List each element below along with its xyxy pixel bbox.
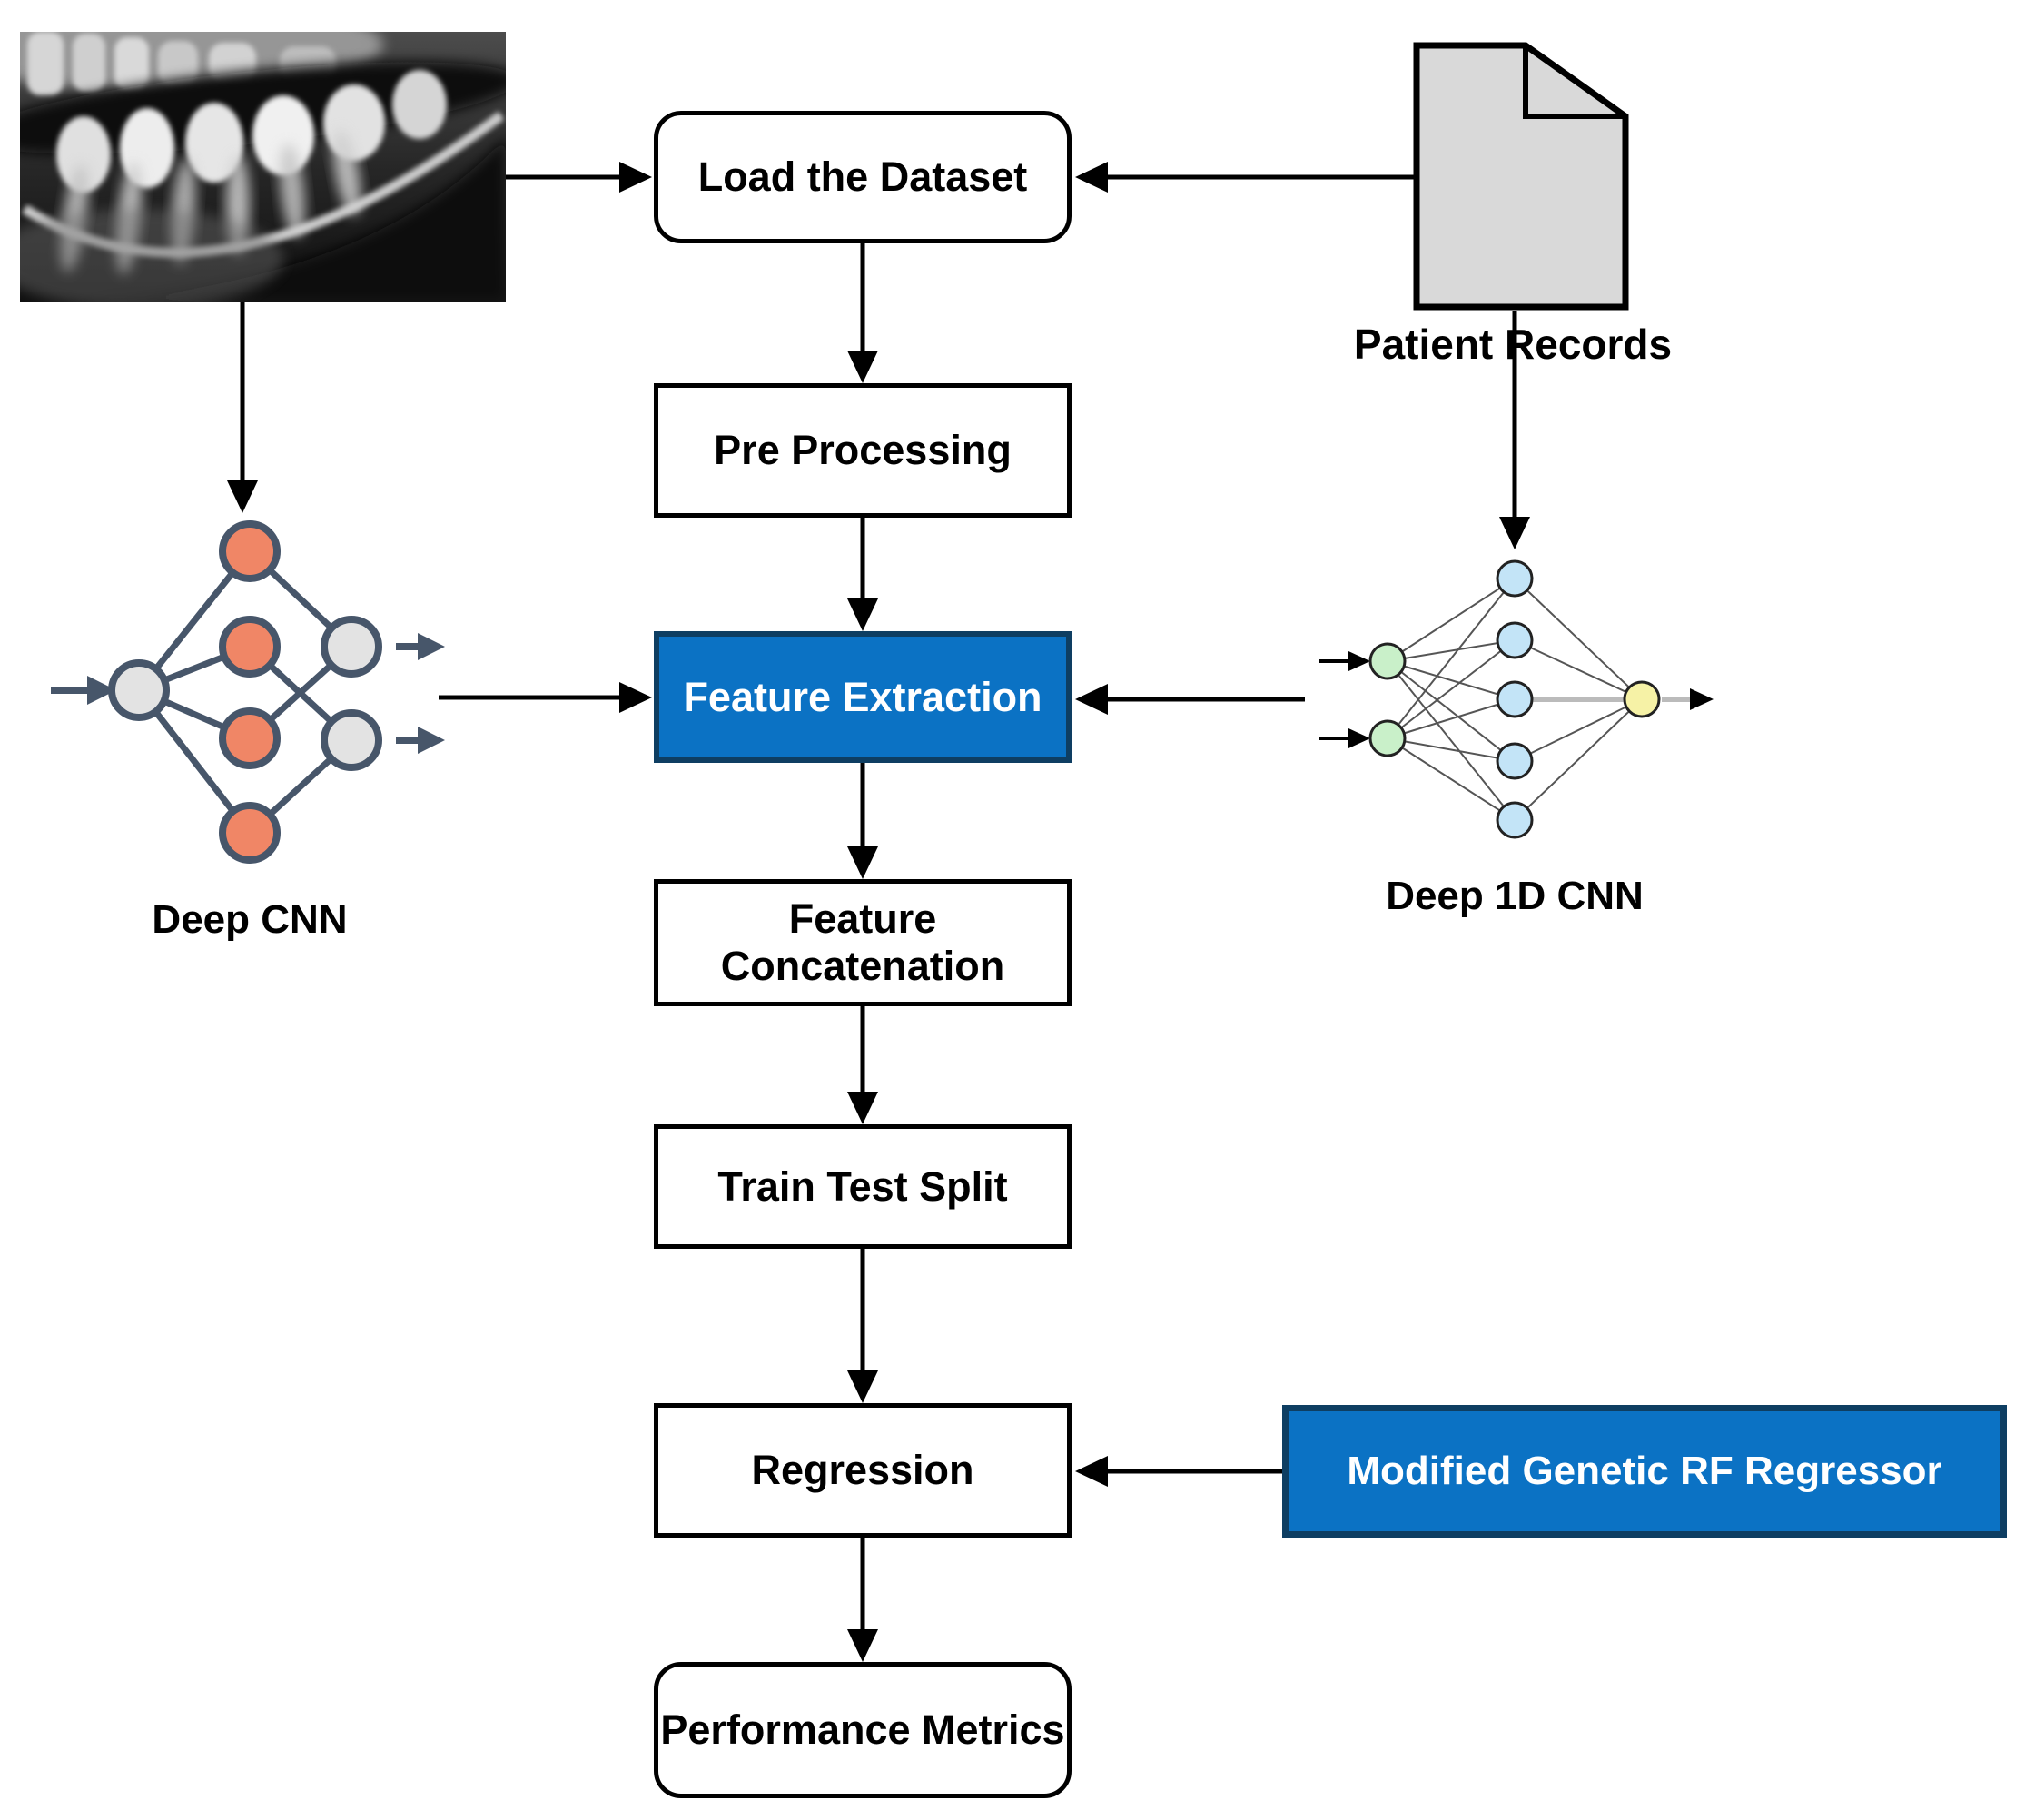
deep-cnn-label: Deep CNN (152, 897, 348, 942)
flow-box-label: Pre Processing (714, 427, 1012, 474)
deep-1d-cnn-label: Deep 1D CNN (1386, 874, 1644, 918)
mgrf-label: Modified Genetic RF Regressor (1347, 1449, 1942, 1493)
flow-box-label: Train Test Split (717, 1162, 1008, 1210)
patient-records-document-icon (1413, 42, 1631, 311)
arrow-concatenation-to-train-test-split (847, 1006, 878, 1124)
flow-box-label: Regression (751, 1447, 974, 1494)
input-arrow-icon (51, 676, 116, 705)
arrow-records-to-load (1075, 162, 1414, 193)
arrow-load-to-preprocessing (847, 243, 878, 383)
arrow-xray-to-deep-cnn (227, 302, 258, 513)
arrow-deep-cnn-to-feature-extraction (439, 682, 652, 713)
arrow-feature-extraction-to-concatenation (847, 763, 878, 879)
output-arrow-icons (396, 633, 445, 754)
flow-box-feature-concatenation: Feature Concatenation (654, 879, 1072, 1006)
output-arrow-icon (1662, 688, 1714, 710)
arrow-regression-to-performance-metrics (847, 1538, 878, 1662)
flow-box-feature-extraction: Feature Extraction (654, 631, 1072, 763)
flow-box-label: Performance Metrics (660, 1706, 1065, 1754)
arrow-deep-1d-cnn-to-feature-extraction (1075, 684, 1305, 715)
arrow-train-test-split-to-regression (847, 1249, 878, 1403)
patient-records-label: Patient Records (1353, 321, 1673, 368)
flow-box-preprocessing: Pre Processing (654, 383, 1072, 518)
flow-box-train-test-split: Train Test Split (654, 1124, 1072, 1249)
arrow-preprocessing-to-feature-extraction (847, 518, 878, 631)
deep-1d-cnn-icon (1312, 549, 1721, 840)
flow-box-load-dataset: Load the Dataset (654, 111, 1072, 243)
flow-box-regression: Regression (654, 1403, 1072, 1538)
dental-xray-image (20, 32, 506, 302)
arrow-mgrf-to-regression (1075, 1456, 1282, 1487)
modified-genetic-rf-regressor-box: Modified Genetic RF Regressor (1282, 1405, 2007, 1538)
flow-box-label: Load the Dataset (697, 153, 1028, 201)
arrow-xray-to-load (506, 162, 652, 193)
input-arrow-icons (1319, 651, 1370, 748)
flow-box-performance-metrics: Performance Metrics (654, 1662, 1072, 1798)
deep-cnn-icon (35, 509, 452, 890)
flow-box-label: Feature Extraction (683, 673, 1042, 720)
flow-box-label: Feature Concatenation (720, 895, 1005, 989)
